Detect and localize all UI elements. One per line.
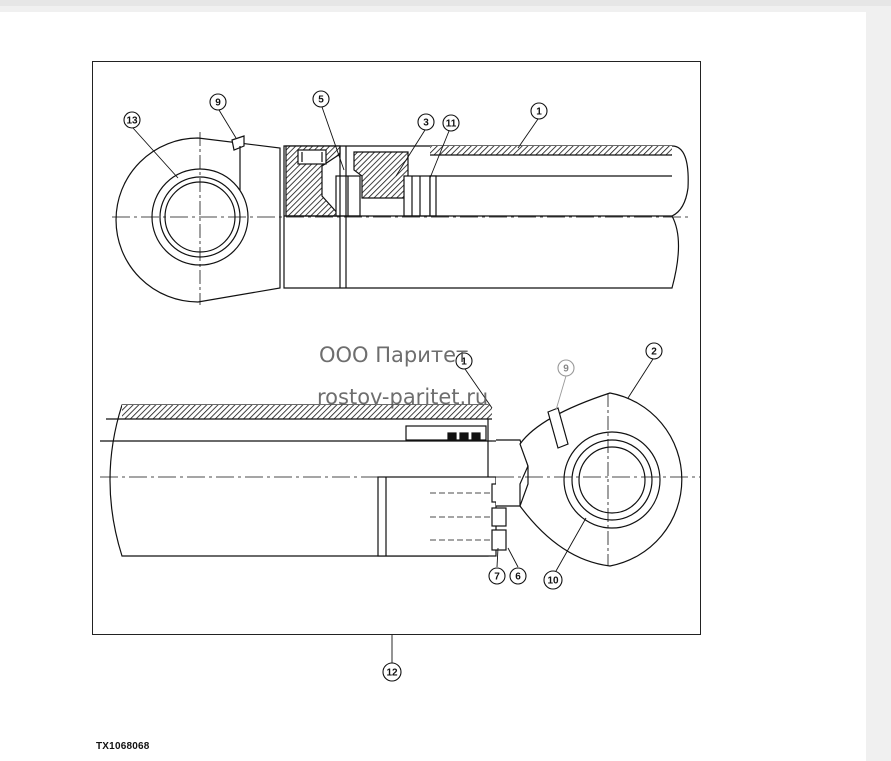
cap-bolt-lower: [491, 529, 507, 551]
cap-block: [377, 476, 497, 557]
grease-fitting-top: [231, 135, 245, 151]
cylinder-eye-outline: [519, 392, 683, 567]
watermark-company: ООО Паритет: [319, 343, 469, 367]
grease-fitting-lower: [547, 407, 569, 449]
eye-neck: [496, 439, 529, 507]
top-cylinder-assembly: [112, 132, 690, 305]
callout-9-mid: 9: [557, 359, 575, 377]
callout-13-text: 13: [126, 116, 138, 127]
cylinder-eye-bushing-mid: [571, 439, 653, 521]
svg-text:1: 1: [536, 107, 542, 118]
svg-text:10: 10: [547, 576, 559, 587]
figure-code: TX1068068: [96, 741, 150, 752]
callout-1-top: 1: [530, 102, 548, 120]
svg-text:2: 2: [651, 347, 657, 358]
svg-text:12: 12: [386, 668, 398, 679]
gland-bolt: [297, 149, 327, 165]
callout-6: 6: [509, 567, 527, 585]
leader-lines: [132, 106, 654, 663]
svg-text:9: 9: [215, 98, 221, 109]
callout-10: 10: [543, 570, 563, 590]
callout-12: 12: [382, 662, 402, 682]
piston-section: [353, 151, 409, 199]
callout-5: 5: [312, 90, 330, 108]
callout-1-mid: 1: [455, 352, 473, 370]
cap-bolt-mid: [491, 507, 507, 527]
svg-text:7: 7: [494, 572, 500, 583]
callout-7: 7: [488, 567, 506, 585]
callout-9-top: 9: [209, 93, 227, 111]
wear-ring-11: [429, 175, 437, 217]
svg-text:6: 6: [515, 572, 521, 583]
watermark-url: rostov-paritet.ru: [317, 385, 489, 409]
lower-barrel-wall-hatch: [122, 405, 492, 419]
callout-11: 11: [442, 114, 460, 132]
callout-13: 13: [123, 111, 141, 129]
svg-text:11: 11: [446, 119, 457, 130]
callout-3: 3: [417, 113, 435, 131]
rod-eye-outline: [115, 137, 281, 303]
svg-text:9: 9: [563, 364, 569, 375]
top-strip: [0, 0, 891, 6]
piston-ring: [403, 175, 431, 217]
svg-text:5: 5: [318, 95, 324, 106]
cylinder-eye-bushing-outer: [563, 431, 661, 529]
barrel-wall-hatch: [430, 146, 672, 155]
svg-text:1: 1: [461, 357, 467, 368]
bottom-cylinder-assembly: [100, 392, 700, 567]
svg-text:3: 3: [423, 118, 429, 129]
callout-2: 2: [645, 342, 663, 360]
cylinder-eye-bushing-inner: [578, 446, 646, 514]
